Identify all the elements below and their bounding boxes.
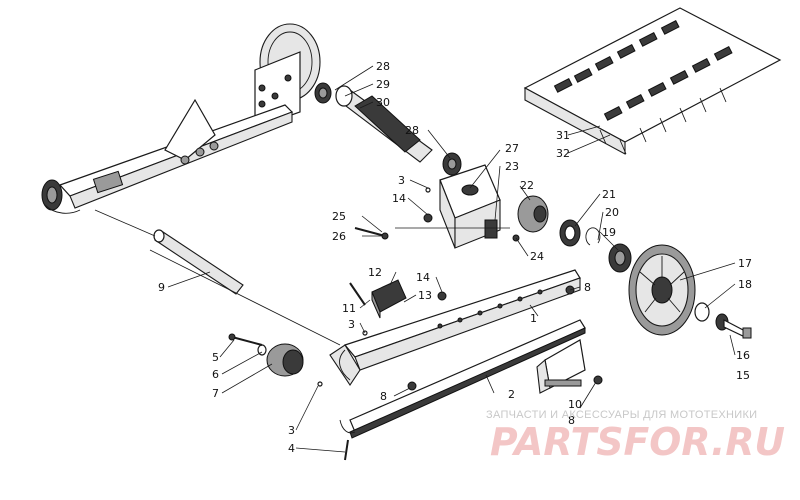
callout-7: 7 xyxy=(212,387,219,400)
callout-27: 27 xyxy=(505,142,519,155)
callout-14-lower: 14 xyxy=(416,271,430,284)
bearing-stack xyxy=(517,195,632,273)
callout-14-upper: 14 xyxy=(392,192,406,205)
callout-2: 2 xyxy=(508,388,515,401)
idler-wheel xyxy=(628,244,752,339)
callout-3-middle: 3 xyxy=(348,318,355,331)
callout-17: 17 xyxy=(738,257,752,270)
rail-bracket xyxy=(536,339,586,394)
callout-11: 11 xyxy=(342,302,356,315)
callout-8-bottom: 8 xyxy=(568,414,575,427)
callout-15: 15 xyxy=(736,369,750,382)
callout-6: 6 xyxy=(212,368,219,381)
callout-22: 22 xyxy=(520,179,534,192)
callout-1: 1 xyxy=(530,312,537,325)
callout-18: 18 xyxy=(738,278,752,291)
callout-12: 12 xyxy=(368,266,382,279)
callout-20: 20 xyxy=(605,206,619,219)
front-wheel xyxy=(257,343,304,377)
mounting-bracket xyxy=(439,164,501,249)
callout-3-lower: 3 xyxy=(288,424,295,437)
cross-shaft xyxy=(153,229,244,295)
callout-13: 13 xyxy=(418,289,432,302)
callout-25: 25 xyxy=(332,210,346,223)
watermark-logo: PARTSFOR.RU xyxy=(490,420,785,464)
callout-30: 30 xyxy=(376,96,390,109)
callout-32: 32 xyxy=(556,147,570,160)
slider-block xyxy=(371,279,407,319)
callout-28-top: 28 xyxy=(376,60,390,73)
leader-lines xyxy=(94,65,736,453)
callout-5: 5 xyxy=(212,351,219,364)
callout-23: 23 xyxy=(505,160,519,173)
callout-19: 19 xyxy=(602,226,616,239)
callout-8-right: 8 xyxy=(584,281,591,294)
watermark: ЗАПЧАСТИ И АКСЕССУАРЫ ДЛЯ МОТОТЕХНИКИ PA… xyxy=(486,409,785,464)
callout-9: 9 xyxy=(158,281,165,294)
rear-rail-assembly xyxy=(41,23,321,214)
callout-labels: 28 29 30 28 27 23 22 3 14 21 20 19 24 25… xyxy=(158,60,752,455)
callout-28-bottom: 28 xyxy=(405,124,419,137)
track-belt xyxy=(523,7,782,155)
wear-strip xyxy=(339,319,586,439)
callout-16: 16 xyxy=(736,349,750,362)
callout-10: 10 xyxy=(568,398,582,411)
callout-21: 21 xyxy=(602,188,616,201)
slide-rail xyxy=(329,269,581,386)
callout-8-middle: 8 xyxy=(380,390,387,403)
rear-axle-shaft xyxy=(314,82,462,176)
watermark-tagline: ЗАПЧАСТИ И АКСЕССУАРЫ ДЛЯ МОТОТЕХНИКИ xyxy=(486,409,757,421)
callout-24: 24 xyxy=(530,250,544,263)
hardware xyxy=(228,187,603,461)
callout-26: 26 xyxy=(332,230,346,243)
callout-3-upper: 3 xyxy=(398,174,405,187)
callout-29: 29 xyxy=(376,78,390,91)
callout-31: 31 xyxy=(556,129,570,142)
callout-4: 4 xyxy=(288,442,295,455)
